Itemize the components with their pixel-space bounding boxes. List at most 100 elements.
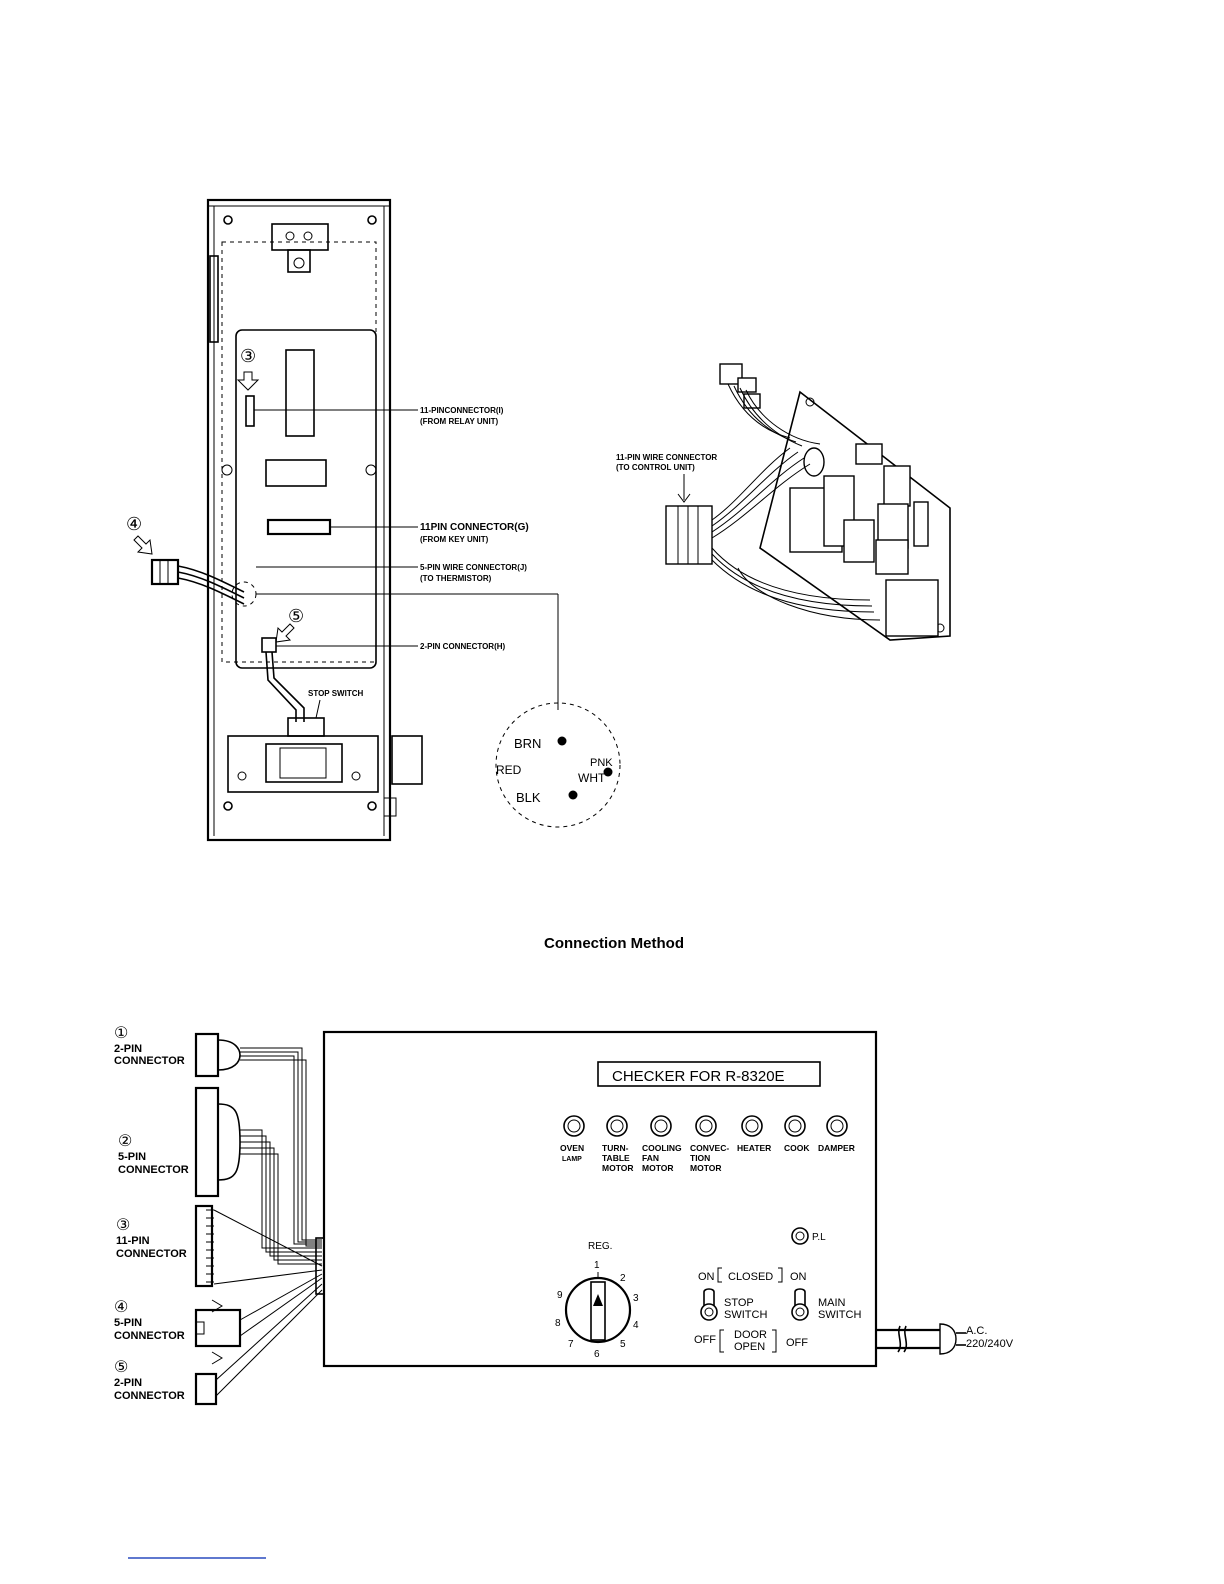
- svg-text:COOLING: COOLING: [642, 1143, 682, 1153]
- svg-text:MOTOR: MOTOR: [602, 1163, 633, 1173]
- dial-number-1: 1: [594, 1260, 600, 1271]
- marker-4-upper: ④: [126, 514, 142, 534]
- label-11pin-connector-i: 11-PINCONNECTOR(I): [420, 406, 504, 415]
- pilot-lamp-icon: [791, 1227, 809, 1245]
- label-to-thermistor: (TO THERMISTOR): [420, 574, 492, 583]
- connector-5-type: 2-PIN: [114, 1377, 142, 1389]
- connector-2-type: 5-PIN: [118, 1151, 146, 1163]
- connector-1-type: 2-PIN: [114, 1043, 142, 1055]
- main-switch-toggle[interactable]: [791, 1288, 809, 1321]
- ac-label-2: 220/240V: [966, 1338, 1014, 1350]
- label-from-key-unit: (FROM KEY UNIT): [420, 535, 489, 544]
- connector-4-marker: ④: [114, 1299, 128, 1316]
- svg-text:DAMPER: DAMPER: [818, 1143, 855, 1153]
- connector-label-3: ③ 11-PIN CONNECTOR: [116, 1217, 187, 1260]
- arrow-down-icon: [236, 371, 260, 391]
- dial-number-9: 9: [557, 1290, 563, 1301]
- stop-switch-label-2: SWITCH: [724, 1309, 767, 1321]
- dial-number-7: 7: [568, 1339, 574, 1350]
- checker-box: [322, 1030, 878, 1368]
- lamp-damper: DAMPER: [818, 1115, 855, 1153]
- lamp-oven-lamp: OVEN LAMP: [560, 1115, 585, 1163]
- connector-bodies: [194, 1032, 242, 1406]
- door-open-label-1: DOOR: [734, 1329, 767, 1341]
- svg-text:COOK: COOK: [784, 1143, 810, 1153]
- ac-label-1: A.C.: [966, 1325, 987, 1337]
- connector-4-name: CONNECTOR: [114, 1330, 185, 1342]
- svg-text:HEATER: HEATER: [737, 1143, 771, 1153]
- label-from-relay-unit: (FROM RELAY UNIT): [420, 417, 499, 426]
- door-closed-label: CLOSED: [728, 1271, 773, 1283]
- label-2pin-connector-h: 2-PIN CONNECTOR(H): [420, 642, 506, 651]
- connector-4-type: 5-PIN: [114, 1317, 142, 1329]
- label-11pin-wire-connector: 11-PIN WIRE CONNECTOR: [616, 453, 717, 462]
- arrow-diagonal-icon: [275, 623, 295, 643]
- relay-unit-drawing: [665, 363, 951, 641]
- connector-5-marker: ⑤: [114, 1359, 128, 1376]
- wire-color-blk: BLK: [516, 790, 541, 805]
- stop-switch-label-1: STOP: [724, 1297, 754, 1309]
- stop-switch-toggle[interactable]: [700, 1288, 718, 1321]
- svg-text:MOTOR: MOTOR: [642, 1163, 673, 1173]
- svg-text:TURN-: TURN-: [602, 1143, 629, 1153]
- indicator-lamps: OVEN LAMP TURN- TABLE MOTOR COOLING FAN …: [560, 1115, 855, 1173]
- lamp-heater: HEATER: [737, 1115, 771, 1153]
- dial-number-8: 8: [555, 1318, 561, 1329]
- arrow-diagonal-icon: [133, 535, 153, 555]
- connector-label-5: ⑤ 2-PIN CONNECTOR: [114, 1359, 185, 1402]
- lamp-cooling-fan-motor: COOLING FAN MOTOR: [642, 1115, 682, 1173]
- connector-label-4: ④ 5-PIN CONNECTOR: [114, 1299, 185, 1342]
- label-11pin-connector-g: 11PIN CONNECTOR(G): [420, 522, 529, 533]
- dial-number-5: 5: [620, 1339, 626, 1350]
- thermistor-pinout-detail: [495, 702, 621, 828]
- svg-text:CONVEC-: CONVEC-: [690, 1143, 729, 1153]
- wire-color-pnk: PNK: [590, 757, 613, 769]
- section-title: Connection Method: [544, 935, 684, 952]
- connector-3-type: 11-PIN: [116, 1235, 150, 1247]
- dial-number-3: 3: [633, 1293, 639, 1304]
- lamp-convection-motor: CONVEC- TION MOTOR: [690, 1115, 729, 1173]
- svg-text:MOTOR: MOTOR: [690, 1163, 721, 1173]
- connector-2-name: CONNECTOR: [118, 1164, 189, 1176]
- svg-text:TION: TION: [690, 1153, 710, 1163]
- wire-color-brn: BRN: [514, 736, 541, 751]
- door-open-label-2: OPEN: [734, 1341, 765, 1353]
- main-switch-label-2: SWITCH: [818, 1309, 861, 1321]
- svg-text:OVEN: OVEN: [560, 1143, 584, 1153]
- connector-2-marker: ②: [118, 1133, 132, 1150]
- svg-text:TABLE: TABLE: [602, 1153, 630, 1163]
- connector-5-name: CONNECTOR: [114, 1390, 185, 1402]
- checker-title-frame: [597, 1061, 821, 1087]
- label-stop-switch: STOP SWITCH: [308, 689, 363, 698]
- regulator-dial[interactable]: [564, 1272, 632, 1344]
- harness-wires: [213, 1047, 325, 1397]
- svg-text:FAN: FAN: [642, 1153, 659, 1163]
- lamp-cook: COOK: [784, 1115, 810, 1153]
- on-label-left: ON: [698, 1271, 715, 1283]
- marker-5-upper: ⑤: [288, 606, 304, 626]
- lamp-turntable-motor: TURN- TABLE MOTOR: [602, 1115, 633, 1173]
- on-label-right: ON: [790, 1271, 807, 1283]
- main-switch-label-1: MAIN: [818, 1297, 846, 1309]
- off-label-right: OFF: [786, 1337, 808, 1349]
- connector-label-2: ② 5-PIN CONNECTOR: [118, 1133, 189, 1176]
- arrow-down-icon: [677, 493, 691, 503]
- power-cord: [876, 1323, 966, 1355]
- wire-color-red: RED: [496, 763, 522, 777]
- dial-number-4: 4: [633, 1320, 639, 1331]
- dial-number-6: 6: [594, 1349, 600, 1360]
- label-to-control-unit: (TO CONTROL UNIT): [616, 463, 695, 472]
- svg-text:LAMP: LAMP: [562, 1156, 582, 1163]
- label-5pin-connector-j: 5-PIN WIRE CONNECTOR(J): [420, 563, 527, 572]
- reg-label: REG.: [588, 1241, 612, 1252]
- connector-1-marker: ①: [114, 1025, 128, 1042]
- wire-color-wht: WHT: [578, 771, 606, 785]
- connector-3-name: CONNECTOR: [116, 1248, 187, 1260]
- connector-3-marker: ③: [116, 1217, 130, 1234]
- control-panel-back-drawing: [150, 198, 559, 842]
- connector-1-name: CONNECTOR: [114, 1055, 185, 1067]
- marker-3-upper: ③: [240, 346, 256, 366]
- checker-title: CHECKER FOR R-8320E: [612, 1068, 785, 1085]
- connector-label-1: ① 2-PIN CONNECTOR: [114, 1025, 185, 1067]
